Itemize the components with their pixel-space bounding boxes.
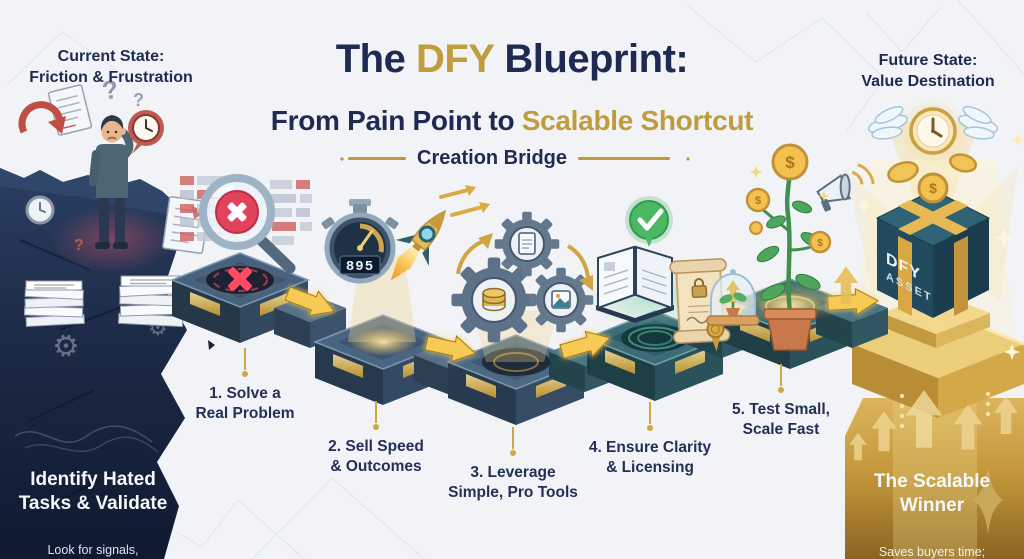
page-title: The DFY Blueprint: From Pain Point to Sc… (162, 20, 862, 155)
cycle-arrow-icon (456, 238, 487, 275)
step-4: 4. Ensure Clarity & Licensing (565, 402, 735, 478)
title-part1: The (335, 37, 416, 81)
dollar-glyph: $ (929, 180, 937, 196)
clock-icon (25, 195, 55, 225)
step-5: 5. Test Small, Scale Fast (696, 364, 866, 440)
stopwatch-display: 895 (346, 259, 374, 275)
connector-dot (373, 424, 379, 430)
connector-line (511, 427, 515, 449)
title-part2: DFY (415, 37, 494, 81)
step-4-label: 4. Ensure Clarity & Licensing (588, 439, 712, 477)
title-line1: The DFY Blueprint: (162, 38, 862, 80)
dfy-asset-cube-icon: DFY ASSET $ (873, 153, 993, 318)
gold-rule-right (578, 157, 671, 160)
left-panel-title: Identify Hated Tasks & Validate (18, 469, 168, 515)
right-panel-title: The Scalable Winner (873, 471, 991, 517)
rocket-flame (390, 245, 420, 281)
gears-tools-icon (451, 211, 594, 362)
step-5-label: 5. Test Small, Scale Fast (732, 401, 830, 439)
current-state-panel: Identify Hated Tasks & Validate Look for… (0, 450, 186, 559)
money-plant-icon: $ $ $ (706, 143, 875, 351)
image-icon (551, 290, 571, 309)
subtitle-part2: Scalable Shortcut (521, 105, 754, 136)
connector-line (243, 348, 247, 370)
flourish (340, 157, 690, 161)
gold-rule-left (348, 157, 406, 160)
magnifier-x-icon (180, 174, 312, 274)
winged-clock-icon (867, 97, 999, 165)
connector-dot (778, 387, 784, 393)
lock-icon (691, 278, 708, 299)
frustrated-person-icon (88, 115, 134, 249)
question-mark-icon: ? (133, 90, 144, 110)
stopwatch-icon: 895 (321, 199, 416, 342)
future-state-panel: The Scalable Winner Saves buyers time; m… (837, 452, 1024, 559)
subtitle-part1: From Pain Point to (270, 105, 522, 136)
connector-dot (242, 371, 248, 377)
coin-icon: $ (887, 153, 978, 204)
step-2: 2. Sell Speed & Outcomes (291, 401, 461, 477)
speed-lines (439, 188, 484, 217)
signature (686, 316, 708, 324)
gold-pillar (845, 398, 1024, 559)
step-1-label: 1. Solve a Real Problem (195, 385, 295, 423)
document-icon (518, 232, 536, 255)
title-line2: From Pain Point to Scalable Shortcut (162, 105, 862, 137)
magnifier-handle (254, 233, 296, 274)
coin-icon: $ $ $ (745, 143, 832, 254)
question-mark-icon: ? (74, 237, 84, 254)
creation-bridge-label: Creation Bridge (417, 147, 568, 169)
svg-text:$: $ (755, 195, 761, 207)
step-3: 3. Leverage Simple, Pro Tools (428, 427, 598, 503)
connector-dot (647, 425, 653, 431)
svg-text:$: $ (785, 153, 795, 172)
current-state-label: Current State: Friction & Frustration (29, 48, 193, 87)
step-3-label: 3. Leverage Simple, Pro Tools (448, 464, 578, 502)
title-part3: Blueprint: (493, 37, 689, 81)
step-2-label: 2. Sell Speed & Outcomes (328, 438, 424, 476)
question-mark-icon: ? (100, 74, 121, 106)
future-state-label: Future State: Value Destination (861, 52, 995, 91)
clock-icon (128, 110, 164, 154)
left-panel-subtitle: Look for signals, complaints, and existi… (47, 542, 139, 557)
check-icon (625, 196, 673, 247)
right-panel-subtitle: Saves buyers time; makes buyers feel cap… (878, 544, 986, 559)
cycle-arrow-icon (18, 101, 64, 134)
database-icon (482, 287, 506, 312)
cloche-seedling-icon (706, 269, 760, 326)
connector-line (374, 401, 378, 423)
connector-line (779, 364, 783, 386)
rocket-icon (390, 185, 490, 281)
dotted-trails (899, 391, 991, 429)
connector-dot (510, 450, 516, 456)
creation-bridge-header: Creation Bridge (348, 147, 684, 170)
svg-text:$: $ (817, 238, 823, 249)
flower-pot-icon (763, 308, 817, 351)
step-1: 1. Solve a Real Problem (160, 348, 330, 424)
connector-line (648, 402, 652, 424)
x-mark-icon (228, 267, 252, 291)
